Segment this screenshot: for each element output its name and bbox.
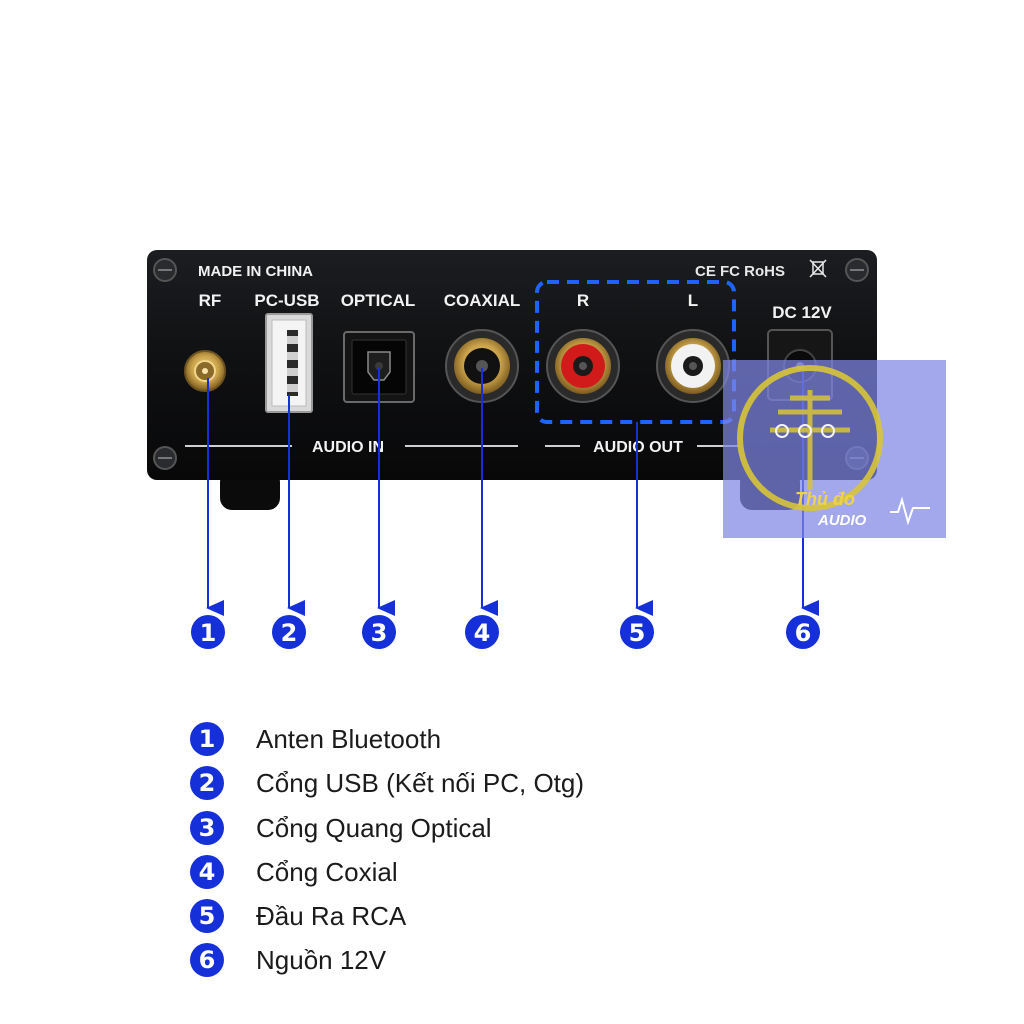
callout-1: 1 <box>191 615 225 649</box>
legend-text: Đầu Ra RCA <box>256 901 407 932</box>
callout-4: 4 <box>465 615 499 649</box>
callout-3: 3 <box>362 615 396 649</box>
legend: 1 Anten Bluetooth 2 Cổng USB (Kết nối PC… <box>190 718 790 984</box>
legend-item: 1 Anten Bluetooth <box>190 718 790 762</box>
made-in-label: MADE IN CHINA <box>198 263 313 280</box>
svg-text:4: 4 <box>474 619 491 647</box>
legend-text: Cổng Quang Optical <box>256 812 492 843</box>
legend-number-badge: 1 <box>190 722 224 756</box>
svg-text:5: 5 <box>629 619 646 647</box>
svg-text:2: 2 <box>281 619 298 647</box>
rca-r-port <box>546 329 620 403</box>
certifications-label: CE FC RoHS <box>695 263 785 280</box>
legend-number-badge: 2 <box>190 766 224 801</box>
rca-l-port <box>656 329 730 403</box>
legend-number-badge: 4 <box>190 854 224 889</box>
watermark-sub: AUDIO <box>817 512 867 529</box>
legend-item: 4 Cổng Coxial <box>190 851 790 895</box>
coaxial-port <box>445 329 519 403</box>
audio-out-label: AUDIO OUT <box>593 439 683 456</box>
legend-text: Anten Bluetooth <box>256 724 442 754</box>
audio-in-label: AUDIO IN <box>312 439 384 456</box>
usb-port <box>265 313 313 413</box>
svg-text:3: 3 <box>371 619 388 647</box>
coaxial-label: COAXIAL <box>444 291 521 310</box>
pc-usb-label: PC-USB <box>254 291 319 310</box>
callout-5: 5 <box>620 615 654 649</box>
legend-number-badge: 5 <box>190 899 224 934</box>
optical-port <box>343 331 415 403</box>
legend-number-badge: 6 <box>190 943 224 978</box>
watermark-logo: Thủ đo AUDIO <box>723 360 946 538</box>
legend-item: 2 Cổng USB (Kết nối PC, Otg) <box>190 762 790 806</box>
legend-item: 3 Cổng Quang Optical <box>190 807 790 851</box>
svg-text:6: 6 <box>795 619 812 647</box>
l-label: L <box>688 291 698 310</box>
screw-top-left <box>153 258 177 282</box>
screw-bottom-left <box>153 446 177 470</box>
rf-label: RF <box>199 291 222 310</box>
legend-item: 5 Đầu Ra RCA <box>190 895 790 939</box>
legend-number-badge: 3 <box>190 810 224 845</box>
watermark-brand: Thủ đo <box>795 489 855 509</box>
legend-text: Cổng Coxial <box>256 856 398 887</box>
weee-bin-icon <box>809 259 827 278</box>
optical-label: OPTICAL <box>341 291 416 310</box>
legend-text: Cổng USB (Kết nối PC, Otg) <box>256 768 585 799</box>
screw-top-right <box>845 258 869 282</box>
legend-item: 6 Nguồn 12V <box>190 939 790 983</box>
r-label: R <box>577 291 589 310</box>
rca-highlight-box <box>535 280 736 424</box>
callout-2: 2 <box>272 615 306 649</box>
callout-6: 6 <box>786 615 820 649</box>
dc-label: DC 12V <box>772 303 832 322</box>
legend-text: Nguồn 12V <box>256 945 387 976</box>
rf-antenna-connector <box>184 350 226 392</box>
svg-text:1: 1 <box>200 619 217 647</box>
